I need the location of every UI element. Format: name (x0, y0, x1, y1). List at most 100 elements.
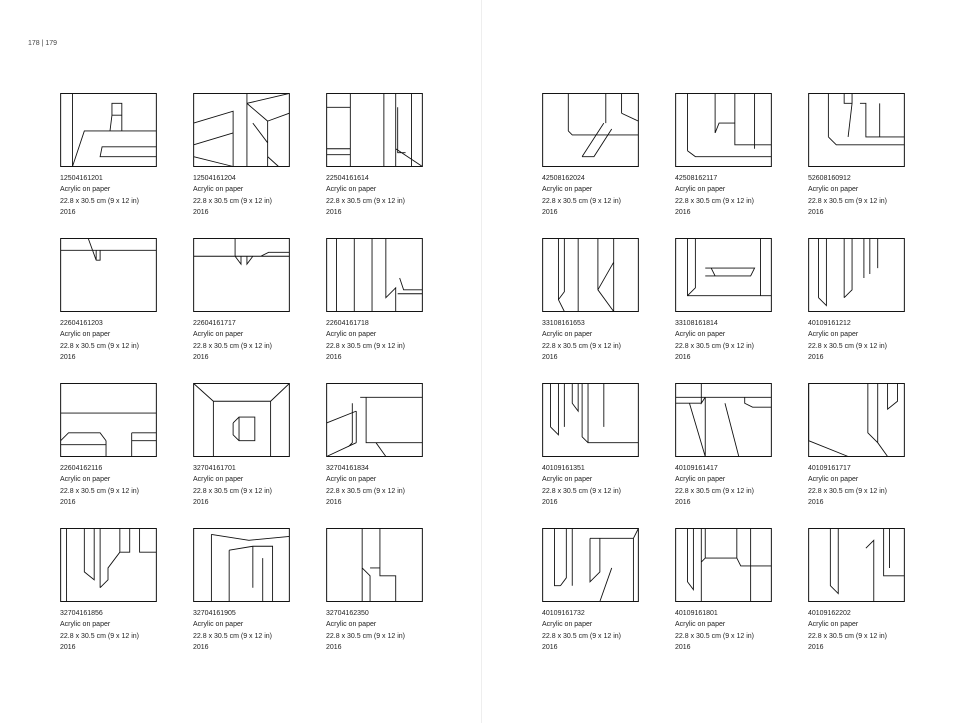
artwork-id: 40109162202 (808, 610, 851, 617)
artwork-id: 22604162116 (60, 465, 103, 472)
artwork-size: 22.8 x 30.5 cm (9 x 12 in) (326, 487, 405, 495)
artwork-item: 12504161204 Acrylic on paper 22.8 x 30.5… (193, 93, 303, 218)
artwork-medium: Acrylic on paper (675, 476, 726, 484)
artwork-item: 32704161834 Acrylic on paper 22.8 x 30.5… (326, 383, 436, 508)
artwork-id: 32704161701 (193, 465, 236, 472)
artwork-item: 22504161614 Acrylic on paper 22.8 x 30.5… (326, 93, 436, 218)
artwork-item: 22604161717 Acrylic on paper 22.8 x 30.5… (193, 238, 303, 363)
artwork-medium: Acrylic on paper (542, 476, 593, 484)
artwork-year: 2016 (60, 643, 76, 651)
artwork-medium: Acrylic on paper (193, 186, 244, 194)
artwork-id: 22504161614 (326, 175, 369, 182)
artwork-year: 2016 (542, 643, 558, 651)
artwork-drawing (675, 383, 772, 457)
artwork-id: 40109161212 (808, 320, 851, 327)
artwork-year: 2016 (808, 498, 824, 506)
artwork-drawing (60, 93, 157, 167)
artwork-size: 22.8 x 30.5 cm (9 x 12 in) (60, 197, 139, 205)
artwork-item: 42508162117 Acrylic on paper 22.8 x 30.5… (675, 93, 785, 218)
artwork-id: 52608160912 (808, 175, 851, 182)
artwork-size: 22.8 x 30.5 cm (9 x 12 in) (675, 487, 754, 495)
artwork-drawing (193, 528, 290, 602)
artwork-medium: Acrylic on paper (60, 331, 111, 339)
artwork-medium: Acrylic on paper (542, 331, 593, 339)
artwork-year: 2016 (675, 498, 691, 506)
artwork-item: 40109161212 Acrylic on paper 22.8 x 30.5… (808, 238, 918, 363)
artwork-year: 2016 (60, 353, 76, 361)
artwork-medium: Acrylic on paper (193, 476, 244, 484)
artwork-medium: Acrylic on paper (542, 186, 593, 194)
artwork-item: 22604161718 Acrylic on paper 22.8 x 30.5… (326, 238, 436, 363)
artwork-drawing (808, 238, 905, 312)
artwork-item: 42508162024 Acrylic on paper 22.8 x 30.5… (542, 93, 652, 218)
artwork-item: 22604162116 Acrylic on paper 22.8 x 30.5… (60, 383, 170, 508)
artwork-size: 22.8 x 30.5 cm (9 x 12 in) (326, 632, 405, 640)
artwork-drawing (193, 383, 290, 457)
artwork-year: 2016 (326, 498, 342, 506)
artwork-year: 2016 (60, 498, 76, 506)
artwork-id: 32704161834 (326, 465, 369, 472)
artwork-id: 12504161204 (193, 175, 236, 182)
artwork-year: 2016 (326, 353, 342, 361)
artwork-id: 22604161203 (60, 320, 103, 327)
artwork-item: 32704162350 Acrylic on paper 22.8 x 30.5… (326, 528, 436, 653)
artwork-drawing (542, 528, 639, 602)
artwork-size: 22.8 x 30.5 cm (9 x 12 in) (542, 632, 621, 640)
artwork-drawing (808, 93, 905, 167)
artwork-id: 32704161905 (193, 610, 236, 617)
artwork-size: 22.8 x 30.5 cm (9 x 12 in) (808, 487, 887, 495)
artwork-drawing (326, 383, 423, 457)
artwork-id: 42508162024 (542, 175, 585, 182)
artwork-drawing (60, 383, 157, 457)
artwork-item: 32704161856 Acrylic on paper 22.8 x 30.5… (60, 528, 170, 653)
artwork-id: 42508162117 (675, 175, 718, 182)
artwork-id: 40109161717 (808, 465, 851, 472)
artwork-size: 22.8 x 30.5 cm (9 x 12 in) (675, 342, 754, 350)
artwork-year: 2016 (193, 208, 209, 216)
artwork-drawing (675, 528, 772, 602)
artwork-medium: Acrylic on paper (60, 476, 111, 484)
artwork-year: 2016 (60, 208, 76, 216)
book-spine (481, 0, 482, 723)
artwork-year: 2016 (808, 643, 824, 651)
artwork-medium: Acrylic on paper (193, 331, 244, 339)
artwork-size: 22.8 x 30.5 cm (9 x 12 in) (326, 197, 405, 205)
artwork-id: 33108161653 (542, 320, 585, 327)
artwork-item: 32704161701 Acrylic on paper 22.8 x 30.5… (193, 383, 303, 508)
artwork-size: 22.8 x 30.5 cm (9 x 12 in) (60, 342, 139, 350)
artwork-size: 22.8 x 30.5 cm (9 x 12 in) (193, 197, 272, 205)
artwork-size: 22.8 x 30.5 cm (9 x 12 in) (193, 487, 272, 495)
artwork-drawing (675, 93, 772, 167)
artwork-size: 22.8 x 30.5 cm (9 x 12 in) (60, 632, 139, 640)
artwork-year: 2016 (326, 643, 342, 651)
artwork-drawing (193, 238, 290, 312)
artwork-year: 2016 (675, 353, 691, 361)
artwork-id: 32704161856 (60, 610, 103, 617)
artwork-id: 40109161417 (675, 465, 718, 472)
artwork-item: 40109161417 Acrylic on paper 22.8 x 30.5… (675, 383, 785, 508)
artwork-medium: Acrylic on paper (193, 621, 244, 629)
artwork-size: 22.8 x 30.5 cm (9 x 12 in) (542, 197, 621, 205)
artwork-drawing (326, 238, 423, 312)
page-numbers: 178 | 179 (28, 40, 58, 47)
artwork-id: 12504161201 (60, 175, 103, 182)
artwork-drawing (542, 238, 639, 312)
artwork-size: 22.8 x 30.5 cm (9 x 12 in) (326, 342, 405, 350)
artwork-medium: Acrylic on paper (675, 331, 726, 339)
artwork-drawing (60, 238, 157, 312)
artwork-medium: Acrylic on paper (542, 621, 593, 629)
artwork-item: 40109161801 Acrylic on paper 22.8 x 30.5… (675, 528, 785, 653)
artwork-size: 22.8 x 30.5 cm (9 x 12 in) (60, 487, 139, 495)
artwork-drawing (808, 528, 905, 602)
artwork-medium: Acrylic on paper (60, 186, 111, 194)
artwork-item: 52608160912 Acrylic on paper 22.8 x 30.5… (808, 93, 918, 218)
artwork-year: 2016 (675, 208, 691, 216)
artwork-year: 2016 (808, 208, 824, 216)
artwork-year: 2016 (542, 353, 558, 361)
artwork-item: 33108161653 Acrylic on paper 22.8 x 30.5… (542, 238, 652, 363)
artwork-item: 12504161201 Acrylic on paper 22.8 x 30.5… (60, 93, 170, 218)
artwork-item: 33108161814 Acrylic on paper 22.8 x 30.5… (675, 238, 785, 363)
artwork-year: 2016 (542, 498, 558, 506)
artwork-id: 33108161814 (675, 320, 718, 327)
artwork-id: 22604161718 (326, 320, 369, 327)
